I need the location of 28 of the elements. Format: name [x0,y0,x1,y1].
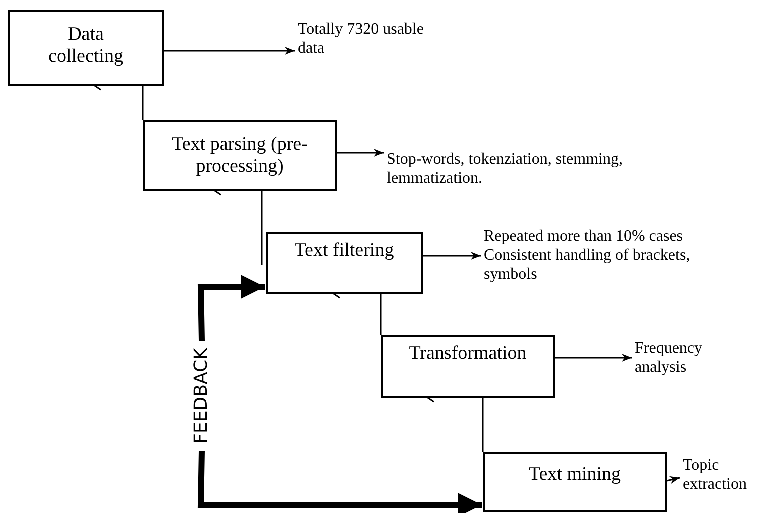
feedback-arrow [198,450,482,513]
process-box [483,452,667,512]
feedback-label: FEEDBACK [191,347,213,446]
note-text: Stop-words, tokenziation, stemming, lemmatization. [387,150,624,188]
arrow [555,354,632,362]
note-text: Frequency analysis [635,339,704,377]
process-box [266,232,423,294]
arrow [423,252,481,260]
connector-line [142,86,144,120]
note-text: Topic extraction [683,456,748,494]
box-label: Text mining [528,464,622,486]
note-text: Totally 7320 usable data [298,20,425,58]
arrow [337,149,384,157]
connector-line [380,294,382,335]
process-box [381,335,555,398]
connector-line [482,398,484,452]
arrow [164,47,295,55]
arrow [666,476,680,484]
note-text: Repeated more than 10% cases [484,227,684,246]
box-label: Text parsing (pre-processing) [171,134,309,178]
box-label: Data collecting [48,24,124,68]
note-text: Consistent handling of brackets, symbols [484,246,692,284]
process-box [143,120,337,191]
process-box [8,10,164,86]
box-label: Transformation [408,343,528,365]
box-label: Text filtering [294,240,396,262]
connector-line [261,191,263,265]
feedback-arrow [198,275,265,342]
